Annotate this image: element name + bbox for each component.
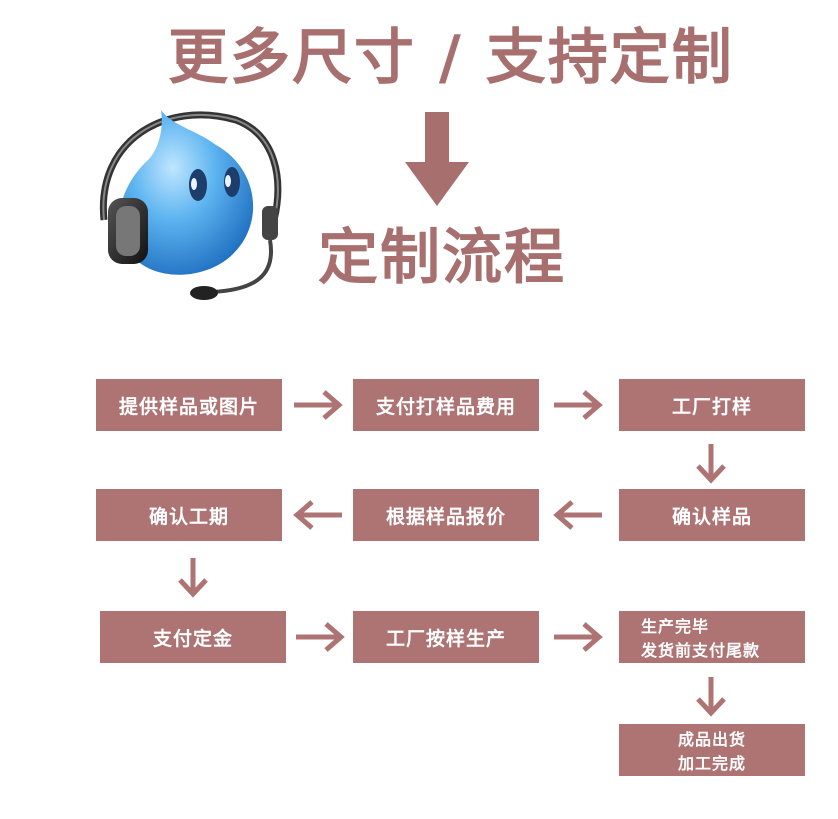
step-factory-production: 工厂按样生产	[353, 611, 539, 663]
customer-service-mascot-icon	[99, 110, 282, 300]
arrow-left-icon	[293, 500, 342, 530]
arrow-down-icon	[696, 677, 726, 717]
arrow-right-icon	[294, 390, 343, 420]
step-provide-sample: 提供样品或图片	[96, 379, 282, 431]
arrow-down-icon	[696, 444, 726, 484]
section-title: 定制流程	[318, 223, 566, 293]
step-confirm-schedule: 确认工期	[96, 489, 282, 541]
step-shipment-line1: 成品出货	[677, 730, 746, 749]
arrow-right-icon	[296, 622, 345, 652]
step-production-complete-line1: 生产完毕	[641, 617, 710, 636]
arrow-down-icon	[178, 558, 208, 598]
step-confirm-sample: 确认样品	[619, 489, 805, 541]
step-production-complete: 生产完毕 发货前支付尾款	[619, 611, 805, 663]
page-title: 更多尺寸 / 支持定制	[168, 23, 734, 93]
arrow-down-icon	[405, 112, 469, 206]
arrow-right-icon	[554, 622, 603, 652]
step-pay-sample-fee: 支付打样品费用	[353, 379, 539, 431]
step-shipment: 成品出货 加工完成	[619, 724, 805, 776]
step-production-complete-line2: 发货前支付尾款	[641, 641, 761, 660]
step-factory-sampling: 工厂打样	[619, 379, 805, 431]
arrow-right-icon	[554, 390, 603, 420]
arrow-left-icon	[553, 500, 602, 530]
step-pay-deposit: 支付定金	[100, 611, 286, 663]
step-quote-by-sample: 根据样品报价	[353, 489, 539, 541]
step-shipment-line2: 加工完成	[677, 754, 746, 773]
